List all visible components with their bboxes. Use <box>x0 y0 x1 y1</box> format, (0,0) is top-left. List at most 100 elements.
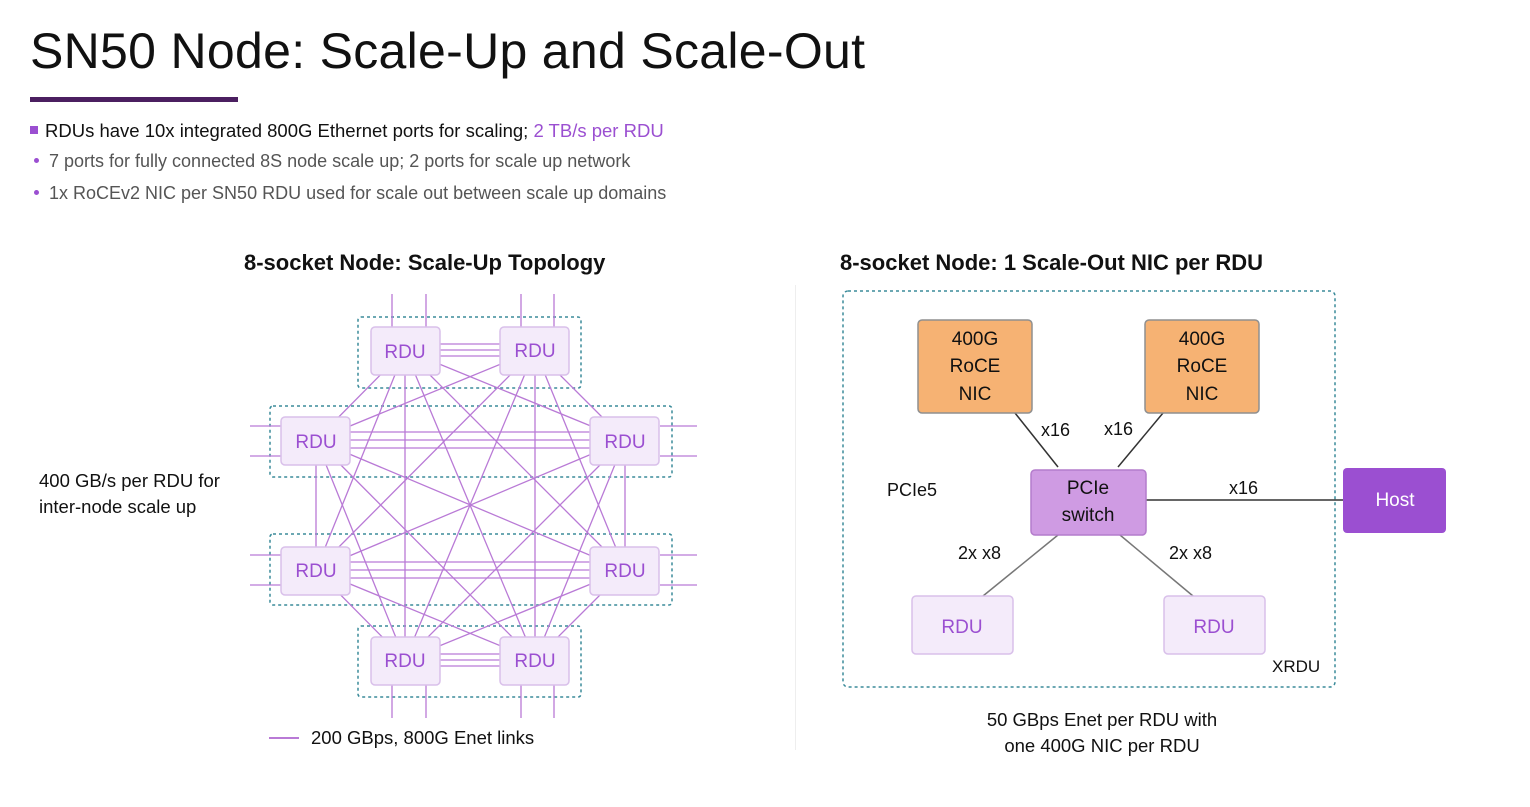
link-labels: x16 x16 x16 2x x8 2x x8 PCIe5 XRDU <box>887 419 1320 676</box>
rdu-label: RDU <box>384 342 425 363</box>
mesh-link <box>315 439 536 661</box>
rdu-node-lower-left <box>280 546 351 596</box>
switch-rdu-link <box>982 534 1059 597</box>
rdu-pair-group-upper <box>269 405 673 478</box>
rdu-node-lower-right <box>589 546 660 596</box>
nic-box <box>917 319 1033 414</box>
dot-bullet-icon <box>34 157 39 163</box>
link-legend-label: 200 GBps, 800G Enet links <box>311 727 535 748</box>
square-bullet-icon <box>30 126 38 135</box>
bullet-sub-1: 7 ports for fully connected 8S node scal… <box>34 151 630 172</box>
mesh-link <box>534 349 626 571</box>
switch-rdu-link <box>1119 534 1194 597</box>
rdu-box <box>1163 595 1266 655</box>
mesh-link <box>315 569 536 661</box>
rdu-node-labels: RDU RDU RDU RDU RDU RDU RDU RDU <box>295 341 645 672</box>
mesh-link <box>534 439 626 661</box>
mesh-link <box>404 349 626 441</box>
switch-line: PCIe <box>1067 478 1109 499</box>
rdu-node-upper-left <box>280 416 351 466</box>
rdu-pair-group-top <box>357 316 582 389</box>
pcie-gen-label: PCIe5 <box>887 480 937 500</box>
mesh-link <box>315 439 406 661</box>
rdu-label: RDU <box>941 617 982 638</box>
caption-line: 50 GBps Enet per RDU with <box>986 709 1218 730</box>
nic-left: 400G RoCE NIC <box>917 319 1033 414</box>
rdu-pair-group-bottom <box>357 625 582 698</box>
pcie-links <box>1014 412 1343 501</box>
rdu-pair-group-lower <box>269 533 673 606</box>
nic-right: 400G RoCE NIC <box>1144 319 1260 414</box>
scale-out-caption: 50 GBps Enet per RDU with one 400G NIC p… <box>902 707 1302 759</box>
rdu-label: RDU <box>295 432 336 453</box>
rdu-right-right: RDU <box>1163 595 1266 655</box>
rdu-label: RDU <box>604 432 645 453</box>
rdu-label: RDU <box>384 651 425 672</box>
bullet-sub-text: 1x RoCEv2 NIC per SN50 RDU used for scal… <box>49 183 667 203</box>
link-label-2x8: 2x x8 <box>1169 543 1212 563</box>
scale-up-links <box>250 294 697 718</box>
switch-line: switch <box>1062 505 1115 526</box>
xrdu-label: XRDU <box>1272 657 1320 676</box>
nic-line: RoCE <box>950 356 1001 377</box>
pcie-switch: PCIe switch <box>1030 469 1147 536</box>
mesh-link <box>315 439 626 571</box>
link-label-x16: x16 <box>1041 420 1070 440</box>
rdu-label: RDU <box>604 561 645 582</box>
bullet-main-text: RDUs have 10x integrated 800G Ethernet p… <box>45 120 534 141</box>
nic-box <box>1144 319 1260 414</box>
scale-up-bandwidth-note: 400 GB/s per RDU for inter-node scale up <box>39 468 220 520</box>
title-underline <box>30 97 238 102</box>
link-legend-swatch <box>269 737 299 740</box>
mesh-link <box>315 349 406 571</box>
nic-line: 400G <box>952 329 998 350</box>
mesh-link <box>315 349 536 571</box>
host: Host <box>1343 468 1446 533</box>
rdu-node-upper-right <box>589 416 660 466</box>
left-diagram-heading: 8-socket Node: Scale-Up Topology <box>244 250 606 275</box>
rdu-pcie-links <box>982 534 1194 597</box>
link-label-x16: x16 <box>1104 419 1133 439</box>
rdu-nodes <box>280 326 660 686</box>
mesh-link <box>404 439 626 661</box>
mesh-link <box>315 349 536 441</box>
rdu-label: RDU <box>295 561 336 582</box>
nic-line: NIC <box>1186 384 1219 405</box>
nic-switch-link <box>1117 412 1164 468</box>
rdu-node-top-left <box>370 326 441 376</box>
nic-switch-link <box>1014 412 1059 468</box>
nic-line: 400G <box>1179 329 1225 350</box>
rdu-label: RDU <box>514 651 555 672</box>
xrdu-boundary <box>842 290 1336 688</box>
link-label-x16: x16 <box>1229 478 1258 498</box>
host-box <box>1343 468 1446 533</box>
bullet-sub-text: 7 ports for fully connected 8S node scal… <box>49 151 631 171</box>
side-note-line: inter-node scale up <box>39 496 197 517</box>
side-note-line: 400 GB/s per RDU for <box>39 470 220 491</box>
nic-line: NIC <box>959 384 992 405</box>
rdu-node-bottom-left <box>370 636 441 686</box>
bullet-main: RDUs have 10x integrated 800G Ethernet p… <box>30 120 664 142</box>
rdu-label: RDU <box>514 341 555 362</box>
link-label-2x8: 2x x8 <box>958 543 1001 563</box>
bullet-sub-2: 1x RoCEv2 NIC per SN50 RDU used for scal… <box>34 183 666 204</box>
mesh-link <box>404 569 626 661</box>
right-diagram-heading: 8-socket Node: 1 Scale-Out NIC per RDU <box>840 250 1263 275</box>
nic-line: RoCE <box>1177 356 1228 377</box>
host-label: Host <box>1375 490 1415 511</box>
rdu-right-left: RDU <box>911 595 1014 655</box>
bullet-main-accent: 2 TB/s per RDU <box>533 120 664 141</box>
rdu-label: RDU <box>1193 617 1234 638</box>
switch-box <box>1030 469 1147 536</box>
mesh-link <box>404 349 626 571</box>
dot-bullet-icon <box>34 189 39 195</box>
caption-line: one 400G NIC per RDU <box>1004 735 1200 756</box>
rdu-node-bottom-right <box>499 636 570 686</box>
rdu-node-top-right <box>499 326 570 376</box>
page-title: SN50 Node: Scale-Up and Scale-Out <box>30 23 866 79</box>
section-divider <box>795 285 796 750</box>
link-legend: 200 GBps, 800G Enet links <box>269 727 534 749</box>
rdu-pair-groups <box>269 316 673 698</box>
